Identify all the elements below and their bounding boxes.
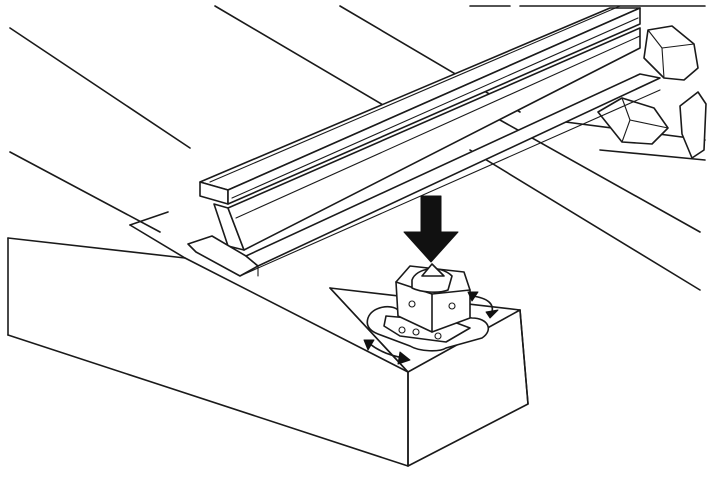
main-sleeper	[7, 211, 409, 467]
rail	[187, 5, 706, 277]
arrow-down-icon	[403, 195, 459, 263]
sensor-unit	[395, 263, 471, 333]
curved-double-arrow-icon	[363, 291, 499, 365]
background-sleepers	[9, 5, 706, 291]
